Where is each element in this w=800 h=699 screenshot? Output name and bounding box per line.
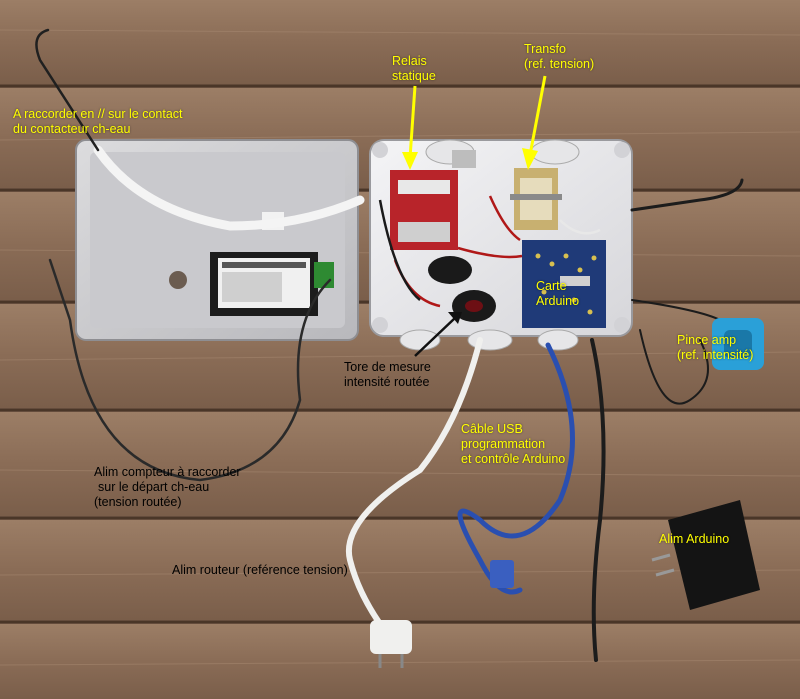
- label-alim-compteur-line2: sur le départ ch-eau: [98, 480, 210, 494]
- label-tore-line1: Tore de mesure: [344, 360, 431, 374]
- label-tore-line2: intensité routée: [344, 375, 430, 389]
- label-transfo-line1: Transfo: [524, 42, 566, 56]
- label-relais: Relais statique: [392, 54, 436, 84]
- transformer: [510, 168, 562, 230]
- label-alim-arduino-line1: Alim Arduino: [659, 532, 730, 546]
- label-alim-routeur-line1: Alim routeur (reférence tension): [172, 563, 348, 577]
- current-torus: [428, 256, 496, 322]
- enclosure-box: [369, 139, 633, 351]
- label-cable-usb-line2: programmation: [461, 437, 546, 451]
- label-relais-line1: Relais: [392, 54, 427, 68]
- cables: [35, 28, 744, 662]
- label-pince-line1: Pince amp: [677, 333, 737, 347]
- label-relais-line2: statique: [392, 69, 436, 83]
- label-pince-amp: Pince amp (ref. intensité): [677, 333, 753, 363]
- annotation-arrows: [402, 75, 547, 170]
- label-alim-compteur-line3: (tension routée): [94, 495, 182, 509]
- mains-plug: [370, 620, 412, 668]
- label-carte-line2: Arduino: [536, 294, 580, 308]
- label-cable-usb-line1: Câble USB: [461, 422, 523, 436]
- label-alim-arduino: Alim Arduino: [659, 532, 729, 547]
- label-cable-usb: Câble USB programmation et contrôle Ardu…: [461, 422, 565, 467]
- current-clamp: [712, 318, 764, 370]
- label-carte-arduino: Carte Arduino: [536, 279, 579, 309]
- usb-connector: [490, 560, 514, 588]
- label-transfo-line2: (ref. tension): [524, 57, 595, 71]
- label-raccorder-line1: A raccorder en // sur le contact: [13, 107, 183, 121]
- enclosure-lid: [75, 139, 359, 341]
- arduino-board: [522, 240, 606, 328]
- label-raccorder-line2: du contacteur ch-eau: [13, 122, 131, 136]
- label-alim-compteur-line1: Alim compteur à raccorder: [94, 465, 241, 479]
- power-meter: [210, 252, 334, 316]
- label-transfo: Transfo (ref. tension): [524, 42, 594, 72]
- tore-arrow: [414, 312, 462, 357]
- label-tore: Tore de mesure intensité routée: [344, 360, 431, 390]
- solid-state-relay: [390, 150, 476, 250]
- arduino-power-adapter: [651, 500, 760, 610]
- label-carte-line1: Carte: [536, 279, 567, 293]
- label-raccorder: A raccorder en // sur le contact du cont…: [13, 107, 183, 137]
- label-alim-compteur: Alim compteur à raccorder sur le départ …: [94, 465, 241, 510]
- label-cable-usb-line3: et contrôle Arduino: [461, 452, 566, 466]
- label-pince-line2: (ref. intensité): [677, 348, 754, 362]
- label-alim-routeur: Alim routeur (reférence tension): [172, 563, 348, 578]
